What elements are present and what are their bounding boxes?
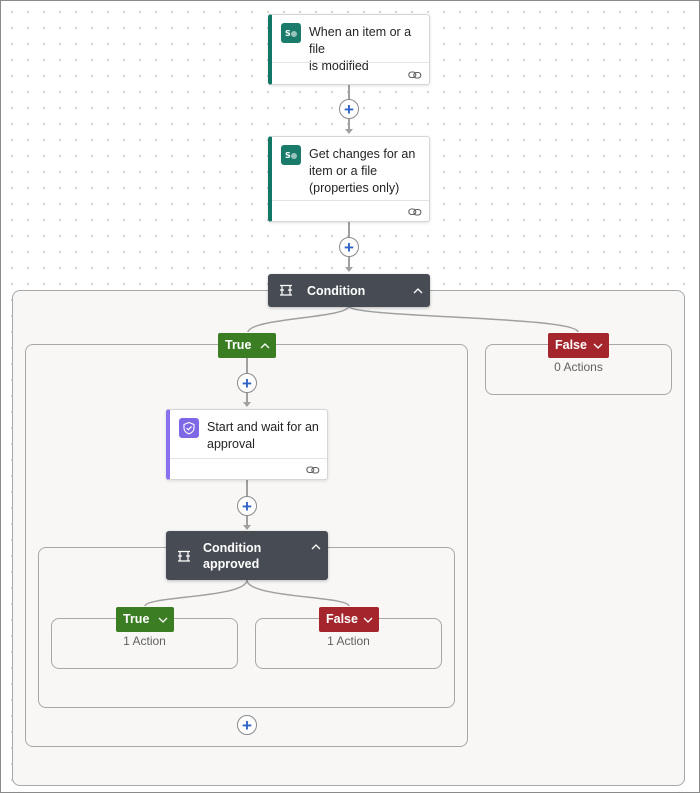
add-action-button[interactable]: + [237,715,257,735]
sharepoint-icon: S [281,145,301,165]
false-label: False [555,338,587,352]
approved-false-branch-label[interactable]: False [319,607,379,632]
connector-line [246,480,248,496]
condition-icon [280,284,292,296]
connector-line [348,222,350,237]
false-branch-label[interactable]: False [548,333,609,358]
true-label: True [123,612,150,626]
connector-line [246,516,248,525]
condition-scope [12,290,685,786]
arrow-down-icon [345,267,353,272]
add-action-button[interactable]: + [339,237,359,257]
link-icon [408,208,422,216]
condition-title: Condition [307,284,366,298]
connector-line [348,119,350,129]
link-icon [306,466,320,474]
arrow-down-icon [345,129,353,134]
true-label: True [225,338,252,352]
chevron-up-icon[interactable] [413,288,423,294]
svg-text:S: S [285,29,291,38]
false-label: False [326,612,358,626]
add-action-button[interactable]: + [237,496,257,516]
add-action-button[interactable]: + [339,99,359,119]
connector-line [246,393,248,402]
svg-text:S: S [285,151,291,160]
sharepoint-icon: S [281,23,301,43]
false-branch-count: 0 Actions [554,360,603,374]
chevron-down-icon[interactable] [593,343,603,349]
approved-true-branch-label[interactable]: True [116,607,174,632]
link-icon [408,71,422,79]
approval-icon [179,418,199,438]
connector-line [348,257,350,267]
chevron-down-icon[interactable] [158,617,168,623]
connector-line [348,85,350,99]
approved-false-count: 1 Action [327,634,370,648]
arrow-down-icon [243,525,251,530]
approved-true-count: 1 Action [123,634,166,648]
connector-line [246,357,248,373]
chevron-down-icon[interactable] [363,617,373,623]
condition-header[interactable]: Condition [268,274,430,307]
chevron-up-icon[interactable] [260,343,270,349]
condition-icon [178,550,190,562]
arrow-down-icon [243,402,251,407]
add-action-button[interactable]: + [237,373,257,393]
chevron-up-icon[interactable] [311,544,321,550]
true-branch-label[interactable]: True [218,333,276,358]
